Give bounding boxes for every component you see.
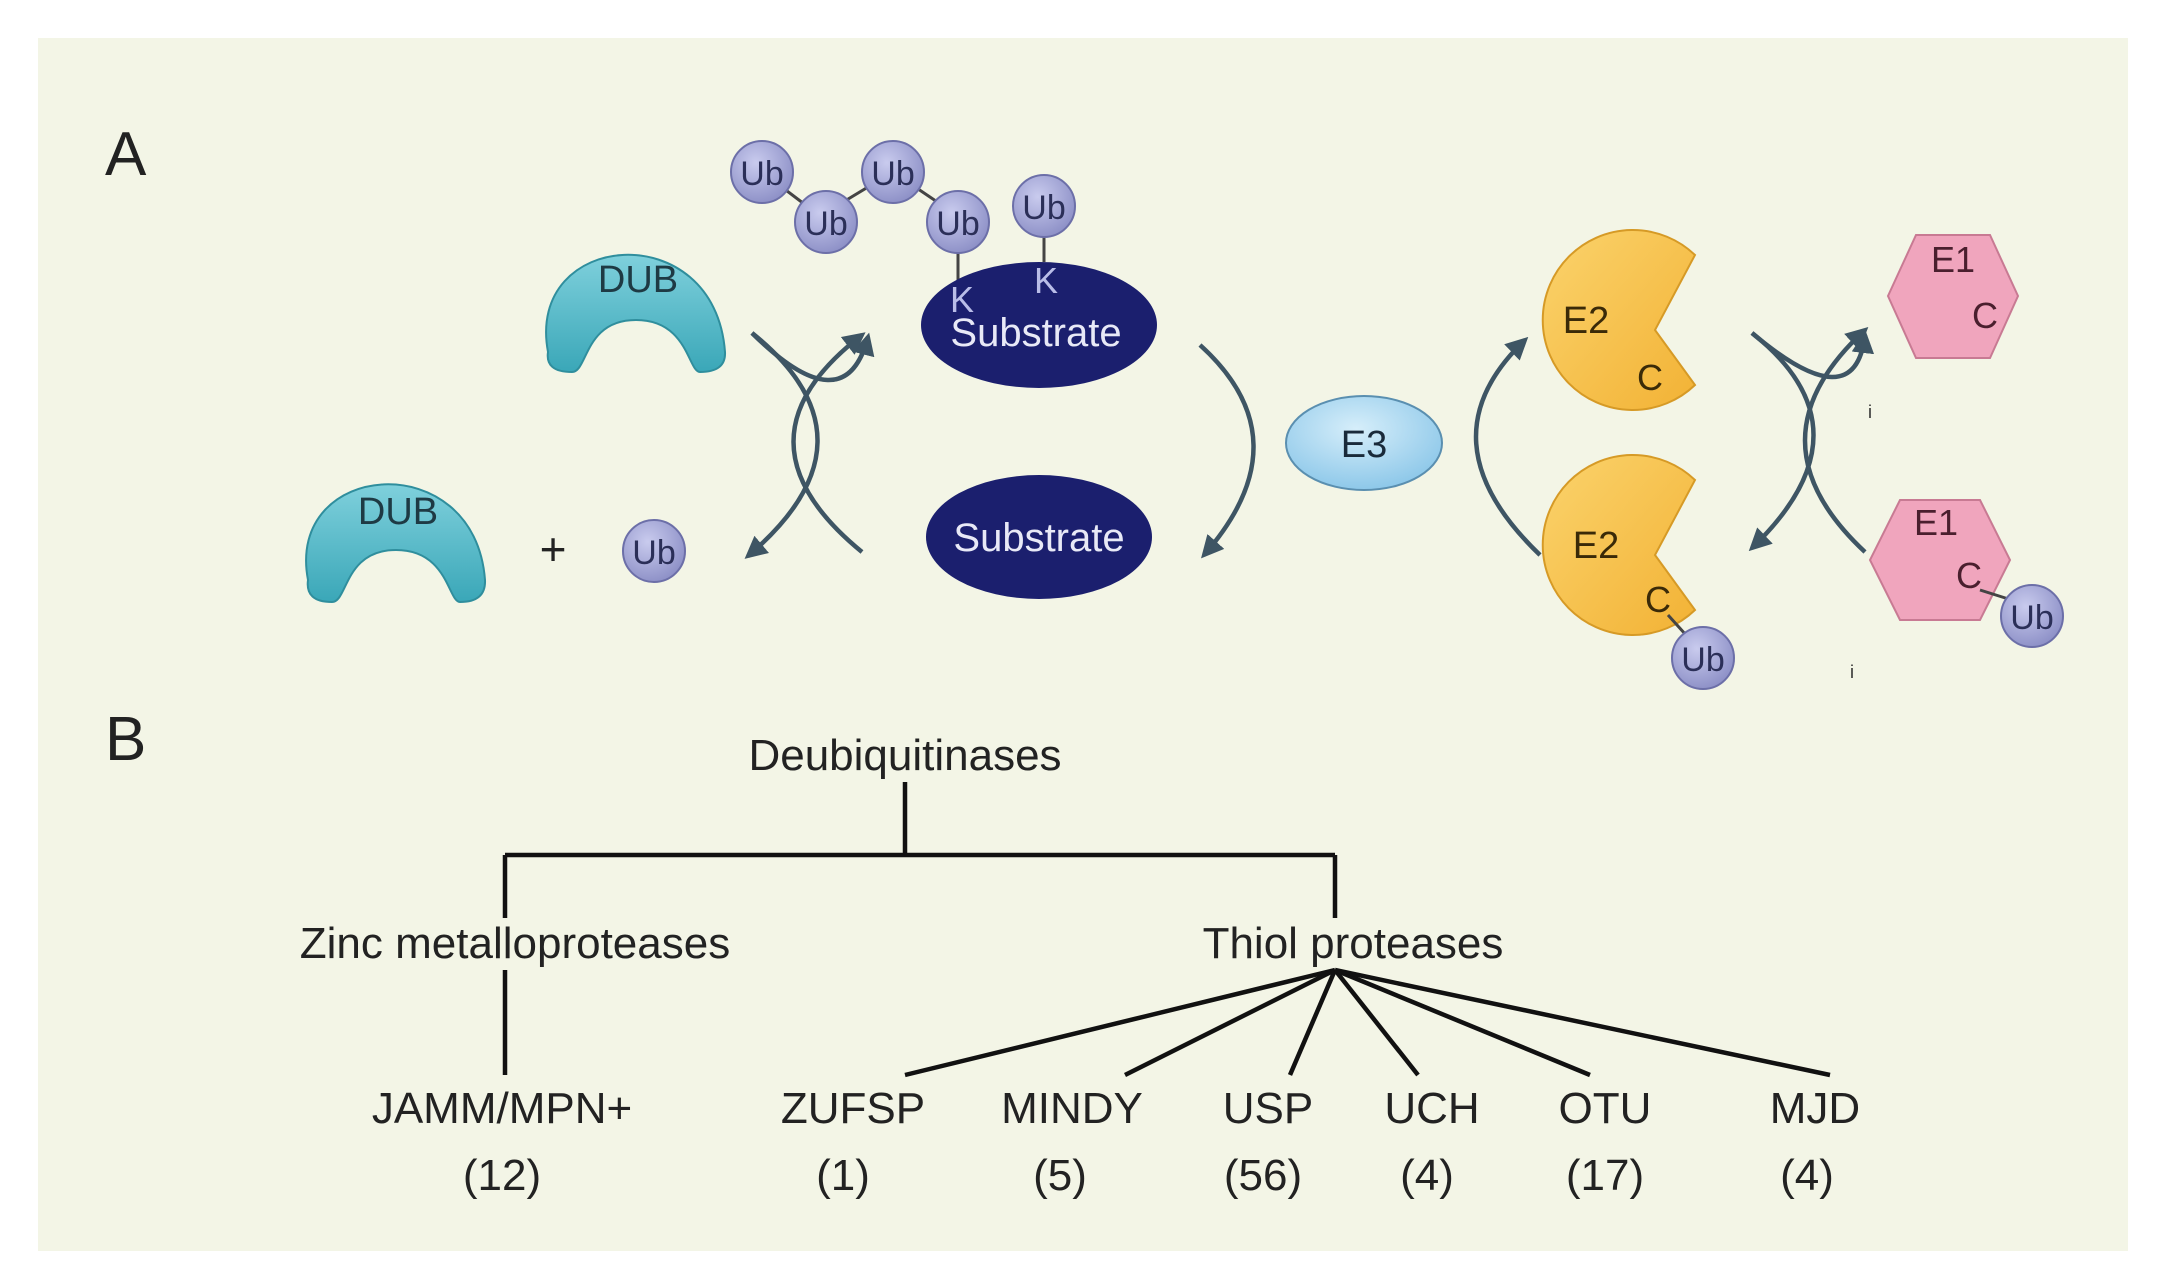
panel-b-label: B <box>105 705 146 774</box>
dub-bound-shape: DUB <box>545 253 727 374</box>
e1-cycle-arrows <box>1748 326 1875 554</box>
chain-ub-1-label: Ub <box>740 155 783 193</box>
e2-bottom-shape: E2 C Ub <box>1541 454 1735 690</box>
arrow-deubiquitination <box>744 331 820 559</box>
polyubiquitin-chain: Ub Ub Ub Ub <box>730 140 990 254</box>
dub-bound-label: DUB <box>598 259 678 301</box>
substrate-top-label: Substrate <box>950 311 1121 355</box>
family-jamm-count: (12) <box>463 1151 541 1200</box>
monoubiquitin: Ub <box>1012 174 1076 238</box>
panel-a-label: A <box>105 120 147 189</box>
figure-background <box>38 38 2128 1251</box>
e1-top-label: E1 <box>1931 239 1975 280</box>
e2-bottom-c-label: C <box>1645 579 1671 620</box>
chain-ub-3-label: Ub <box>871 155 914 193</box>
family-mjd-count: (4) <box>1780 1151 1834 1200</box>
stray-mark-2: i <box>1850 662 1854 682</box>
substrate-free: Substrate <box>926 475 1152 599</box>
e1-top-c-label: C <box>1972 295 1998 336</box>
family-mindy-count: (5) <box>1033 1151 1087 1200</box>
family-uch-name: UCH <box>1384 1084 1479 1133</box>
family-usp-name: USP <box>1223 1084 1313 1133</box>
e1-top-shape: E1 C <box>1886 234 2020 359</box>
class-thiol-label: Thiol proteases <box>1203 919 1504 968</box>
arrow-e3-cycle <box>1198 343 1256 559</box>
lysine-2-label: K <box>1034 260 1058 301</box>
dub-classification-tree: Deubiquitinases Zinc metalloproteases Th… <box>300 731 1860 1200</box>
family-otu-count: (17) <box>1566 1151 1644 1200</box>
chain-ub-2-label: Ub <box>804 205 847 243</box>
class-zinc-label: Zinc metalloproteases <box>300 919 730 968</box>
plus-sign: + <box>540 523 567 575</box>
arrow-ubiquitination <box>791 332 866 554</box>
family-mindy-name: MINDY <box>1001 1084 1143 1133</box>
e1-bottom-c-label: C <box>1956 555 1982 596</box>
e2-bottom-ub-label: Ub <box>1681 641 1724 679</box>
e3-label: E3 <box>1341 424 1387 466</box>
family-zufsp-name: ZUFSP <box>781 1084 925 1133</box>
e3-shape: E3 <box>1285 395 1443 491</box>
family-usp-count: (56) <box>1224 1151 1302 1200</box>
lysine-1-label: K <box>950 279 974 320</box>
e2-top-shape: E2 C <box>1541 229 1697 411</box>
e1-bottom-label: E1 <box>1914 502 1958 543</box>
substrate-bottom-label: Substrate <box>953 516 1124 560</box>
chain-ub-4-label: Ub <box>936 205 979 243</box>
tree-connectors <box>502 782 1831 1078</box>
arrow-e2-transfer <box>1473 336 1542 557</box>
e2-bottom-label: E2 <box>1573 525 1619 567</box>
e1-bottom-shape: E1 C Ub <box>1868 499 2064 648</box>
family-jamm-name: JAMM/MPN+ <box>372 1084 632 1133</box>
family-zufsp-count: (1) <box>816 1151 870 1200</box>
free-ub-label: Ub <box>632 534 675 572</box>
family-mjd-name: MJD <box>1770 1084 1860 1133</box>
family-uch-count: (4) <box>1400 1151 1454 1200</box>
e2-top-label: E2 <box>1563 300 1609 342</box>
e1-bottom-ub-label: Ub <box>2010 599 2053 637</box>
dub-free-shape: DUB <box>305 483 487 604</box>
substrate-ubiquitinated: K K Substrate <box>921 260 1157 388</box>
e2-top-c-label: C <box>1637 357 1663 398</box>
mono-ub-label: Ub <box>1022 189 1065 227</box>
family-otu-name: OTU <box>1559 1084 1652 1133</box>
dub-cycle-arrows <box>744 331 875 559</box>
dub-free-label: DUB <box>358 491 438 533</box>
stray-mark-1: i <box>1868 402 1872 422</box>
arrow-e1-activation <box>1802 326 1869 554</box>
tree-root-label: Deubiquitinases <box>748 731 1061 780</box>
free-ub: Ub <box>622 519 686 583</box>
arrow-e2-loading <box>1748 331 1816 552</box>
